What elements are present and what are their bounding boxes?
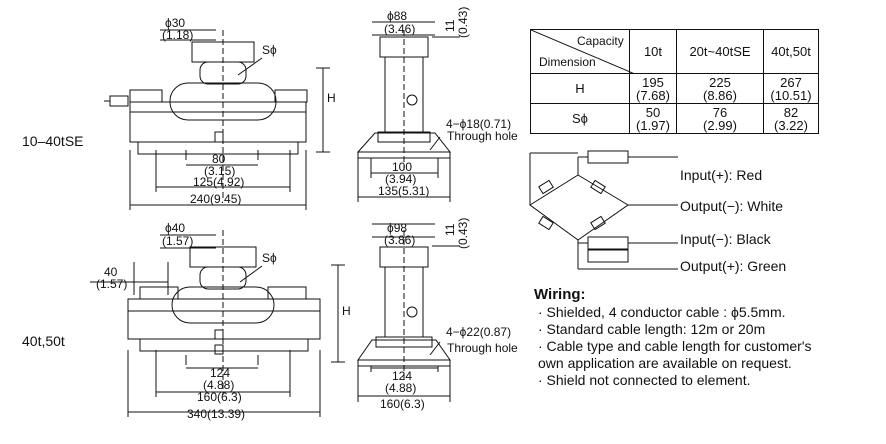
wiring-bridge-diagram [529, 150, 678, 270]
col-header: 40t,50t [763, 29, 819, 74]
cell-mm: 225 [709, 74, 731, 90]
bottom-d160: 160(6.3) [197, 390, 242, 404]
cell-in: (8.86) [703, 87, 737, 103]
top-d80-in: (3.15) [204, 164, 235, 178]
bottom-side-11: 11 [443, 223, 457, 236]
cell-mm: 267 [780, 74, 802, 90]
top-d80: 80 [212, 152, 226, 166]
bottom-s124-in: (4.88) [385, 381, 416, 395]
cell-in: (10.51) [770, 87, 812, 103]
wire-output-pos: Output(+): Green [680, 258, 787, 274]
cell-in: (1.97) [636, 117, 670, 133]
cell-mm: 82 [783, 104, 799, 120]
wiring-note: · Shielded, 4 conductor cable : ϕ5.5mm. [538, 304, 786, 320]
top-hole: 4−ϕ18(0.71) [446, 117, 511, 131]
top-d100-in: (3.94) [385, 172, 416, 186]
table-corner: Capacity Dimension [530, 29, 635, 74]
bottom-d40: 40 [104, 265, 118, 279]
top-d125: 125(4.92) [193, 175, 244, 189]
cell: 50(1.97) [629, 103, 677, 134]
bottom-d124: 124 [210, 366, 230, 380]
wiring-notes: · Shielded, 4 conductor cable : ϕ5.5mm. … [538, 304, 812, 389]
bottom-hole: 4−ϕ22(0.87) [446, 325, 511, 339]
top-through: Through hole [447, 129, 518, 143]
top-d100: 100 [392, 160, 412, 174]
wiring-note: · Standard cable length: 12m or 20m [538, 321, 766, 337]
cell-mm: 195 [642, 74, 664, 90]
bottom-h: H [342, 304, 351, 318]
top-side-11-in: (0.43) [456, 7, 470, 38]
top-front-view [104, 29, 330, 210]
wire-input-neg: Input(−): Black [680, 231, 771, 247]
wire-input-pos: Input(+): Red [680, 167, 763, 183]
cell-in: (3.22) [774, 117, 808, 133]
capacity-header: Capacity [577, 34, 624, 48]
cell-in: (2.99) [703, 117, 737, 133]
wiring-note: · Shield not connected to element. [538, 372, 751, 388]
dimension-header: Dimension [539, 55, 596, 69]
bottom-side-dia: ϕ98 [387, 221, 407, 235]
cell: 267(10.51) [763, 73, 819, 104]
corner-diagonal [531, 30, 635, 74]
col-header: 20t~40tSE [676, 29, 764, 74]
bottom-d124-in: (4.88) [203, 378, 234, 392]
top-side-view [356, 21, 460, 202]
bottom-d340: 340(13.39) [187, 407, 245, 421]
row-label: H [530, 73, 630, 104]
model-label-bottom: 40t,50t [22, 333, 65, 349]
mechanical-drawings: ϕ30 (1.18) Sϕ H 80 (3.15) 125(4.92) 240(… [90, 7, 518, 421]
bottom-d40-in: (1.57) [96, 277, 127, 291]
top-d135: 135(5.31) [378, 184, 429, 198]
spec-table: Capacity Dimension 10t 20t~40tSE 40t,50t… [530, 29, 819, 134]
top-s-phi: Sϕ [262, 43, 277, 57]
top-pin-dia: ϕ30 [165, 16, 185, 30]
top-side-dia: ϕ88 [387, 9, 407, 23]
top-pin-dia-in: (1.18) [162, 28, 193, 42]
bottom-pin-dia-in: (1.57) [162, 234, 193, 248]
bottom-front-view [90, 230, 345, 417]
top-side-dia-in: (3.46) [384, 22, 415, 36]
top-side-11: 11 [443, 19, 457, 32]
bottom-s-phi: Sϕ [262, 251, 277, 265]
cell-in: (7.68) [636, 87, 670, 103]
top-d240: 240(9.45) [190, 192, 241, 206]
wiring-note: · Cable type and cable length for custom… [538, 338, 812, 354]
wiring-title: Wiring: [534, 286, 586, 303]
bottom-s160: 160(6.3) [380, 397, 425, 411]
wire-output-neg: Output(−): White [680, 198, 784, 214]
bottom-side-view [357, 223, 460, 402]
model-label-top: 10–40tSE [22, 133, 84, 149]
table-row: H 195(7.68) 225(8.86) 267(10.51) [530, 73, 819, 104]
bottom-through: Through hole [447, 341, 518, 355]
cell-mm: 50 [645, 104, 661, 120]
bottom-s124: 124 [392, 369, 412, 383]
bottom-pin-dia: ϕ40 [165, 221, 185, 235]
cell: 195(7.68) [629, 73, 677, 104]
bottom-side-11-in: (0.43) [456, 218, 470, 249]
row-label: Sϕ [530, 103, 630, 134]
bottom-side-dia-in: (3.86) [384, 233, 415, 247]
top-h: H [327, 91, 336, 105]
cell: 82(3.22) [763, 103, 819, 134]
table-row: Sϕ 50(1.97) 76(2.99) 82(3.22) [530, 103, 819, 134]
col-header: 10t [629, 29, 677, 74]
cell: 76(2.99) [676, 103, 764, 134]
cell-mm: 76 [712, 104, 728, 120]
wiring-note: own application are available on request… [538, 355, 792, 371]
cell: 225(8.86) [676, 73, 764, 104]
